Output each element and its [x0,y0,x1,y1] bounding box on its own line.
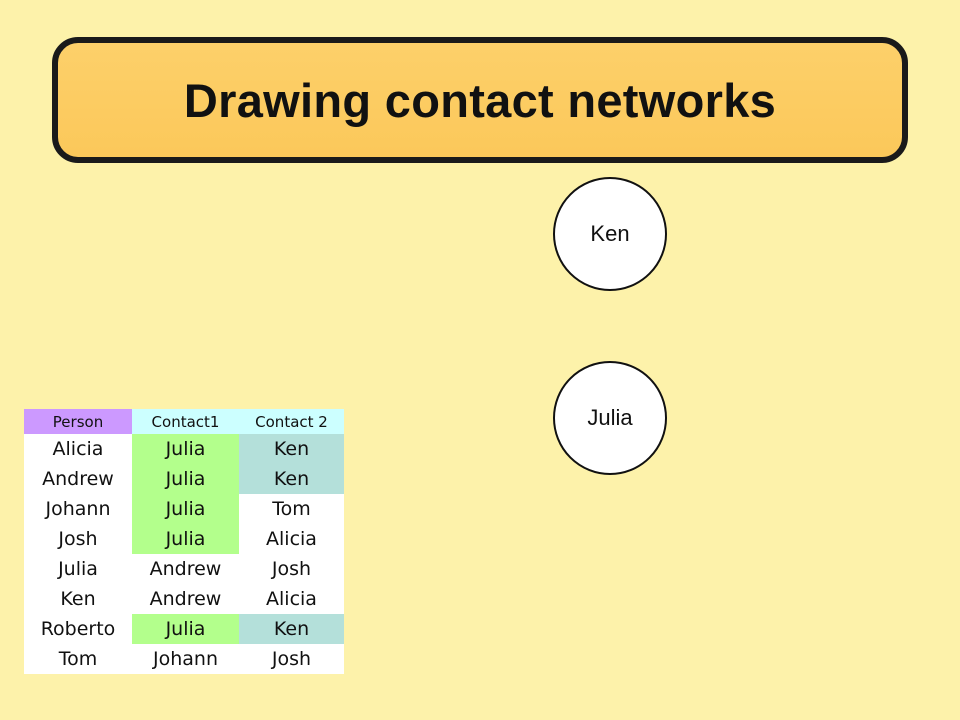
table-row: Alicia Julia Ken [24,434,344,464]
network-node-ken: Ken [553,177,667,291]
title-banner: Drawing contact networks [52,37,908,163]
cell-person: Andrew [24,464,132,494]
slide-title: Drawing contact networks [183,73,777,127]
cell-contact1: Julia [132,494,239,524]
cell-contact2: Ken [239,434,344,464]
table-row: Tom Johann Josh [24,644,344,674]
cell-contact1: Johann [132,644,239,674]
cell-contact1: Julia [132,434,239,464]
cell-contact2: Ken [239,464,344,494]
cell-person: Roberto [24,614,132,644]
cell-contact2: Alicia [239,524,344,554]
contact-table: Person Contact1 Contact 2 Alicia Julia K… [24,409,344,674]
cell-person: Julia [24,554,132,584]
header-contact2: Contact 2 [239,409,344,434]
network-node-julia: Julia [553,361,667,475]
cell-contact2: Josh [239,644,344,674]
cell-person: Alicia [24,434,132,464]
cell-person: Josh [24,524,132,554]
table-row: Johann Julia Tom [24,494,344,524]
table-row: Julia Andrew Josh [24,554,344,584]
cell-contact2: Josh [239,554,344,584]
node-label: Ken [590,221,630,246]
cell-contact1: Julia [132,464,239,494]
cell-contact2: Alicia [239,584,344,614]
header-contact1: Contact1 [132,409,239,434]
cell-contact1: Julia [132,524,239,554]
table-row: Ken Andrew Alicia [24,584,344,614]
node-label: Julia [587,405,633,430]
header-person: Person [24,409,132,434]
table-header-row: Person Contact1 Contact 2 [24,409,344,434]
cell-contact1: Julia [132,614,239,644]
cell-person: Johann [24,494,132,524]
cell-contact2: Ken [239,614,344,644]
table-row: Andrew Julia Ken [24,464,344,494]
cell-person: Tom [24,644,132,674]
cell-contact1: Andrew [132,554,239,584]
cell-contact2: Tom [239,494,344,524]
table-row: Roberto Julia Ken [24,614,344,644]
cell-person: Ken [24,584,132,614]
cell-contact1: Andrew [132,584,239,614]
table-row: Josh Julia Alicia [24,524,344,554]
